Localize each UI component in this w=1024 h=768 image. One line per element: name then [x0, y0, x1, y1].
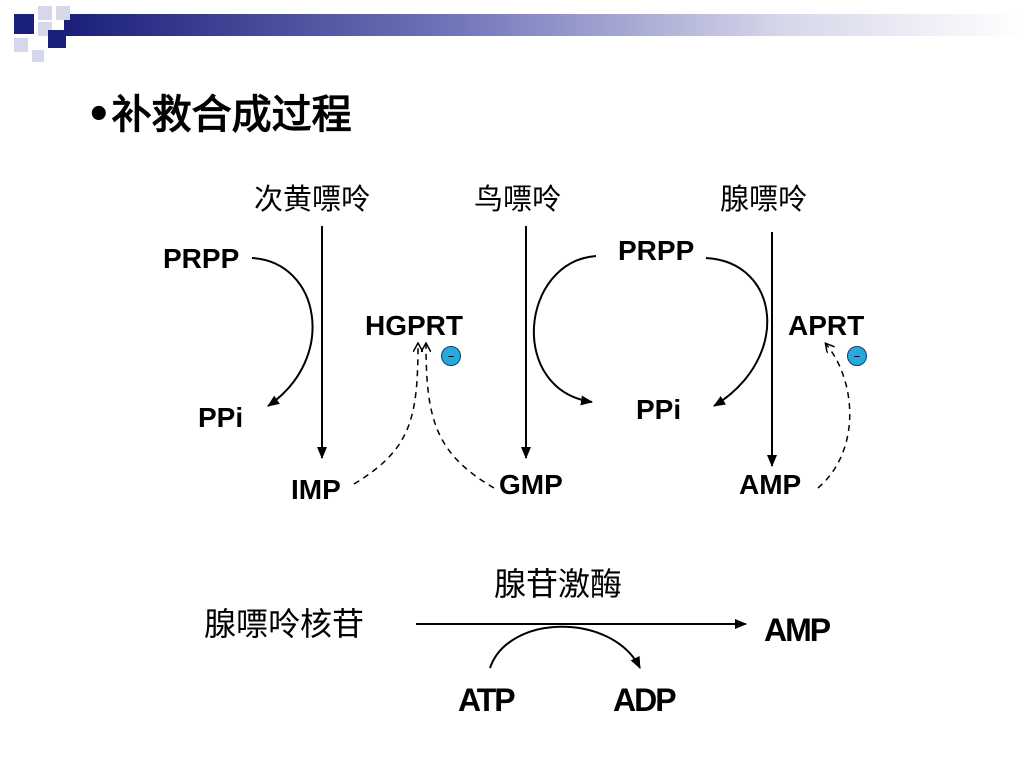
header-square-decoration — [56, 6, 70, 20]
imp-feedback-dashed-arrow — [353, 344, 418, 485]
imp-label: IMP — [291, 474, 341, 505]
atp-to-adp-arc — [489, 625, 641, 669]
prpp-to-ppi-arc-right — [705, 257, 769, 407]
header-square-decoration — [14, 38, 28, 52]
gmp-feedback-dashed-arrow — [426, 344, 495, 489]
header-square-decoration — [32, 50, 44, 62]
prpp-left-label: PRPP — [163, 243, 240, 274]
ppi-left-label: PPi — [198, 402, 244, 433]
aprt-inhibition-icon: – — [847, 346, 867, 366]
gmp-label: GMP — [499, 469, 563, 500]
adenine-label: 腺嘌呤 — [720, 182, 808, 216]
hgprt-inhibition-icon: – — [441, 346, 461, 366]
atp-label: ATP — [458, 682, 516, 718]
header-square-decoration — [14, 14, 34, 34]
prpp-to-ppi-arc-left — [251, 257, 314, 407]
ppi-right-label: PPi — [636, 394, 682, 425]
hgprt-enzyme-label: HGPRT — [365, 310, 463, 341]
kinase-product-amp-label: AMP — [764, 612, 831, 648]
adp-label: ADP — [613, 682, 677, 718]
aprt-enzyme-label: APRT — [788, 310, 865, 341]
slide-title: •补救合成过程 — [86, 92, 352, 138]
kinase-enzyme-label: 腺苷激酶 — [494, 565, 623, 603]
amp-feedback-dashed-arrow — [817, 344, 851, 489]
guanine-label: 鸟嘌呤 — [474, 182, 562, 216]
prpp-right-label: PRPP — [618, 235, 695, 266]
adenosine-label: 腺嘌呤核苷 — [204, 605, 365, 643]
header-square-decoration — [38, 6, 52, 20]
hypoxanthine-label: 次黄嘌呤 — [254, 182, 371, 216]
header-gradient-bar — [64, 14, 1024, 36]
prpp-to-ppi-arc-center — [533, 255, 597, 406]
header-square-decoration — [48, 30, 66, 48]
amp-label: AMP — [739, 469, 802, 500]
